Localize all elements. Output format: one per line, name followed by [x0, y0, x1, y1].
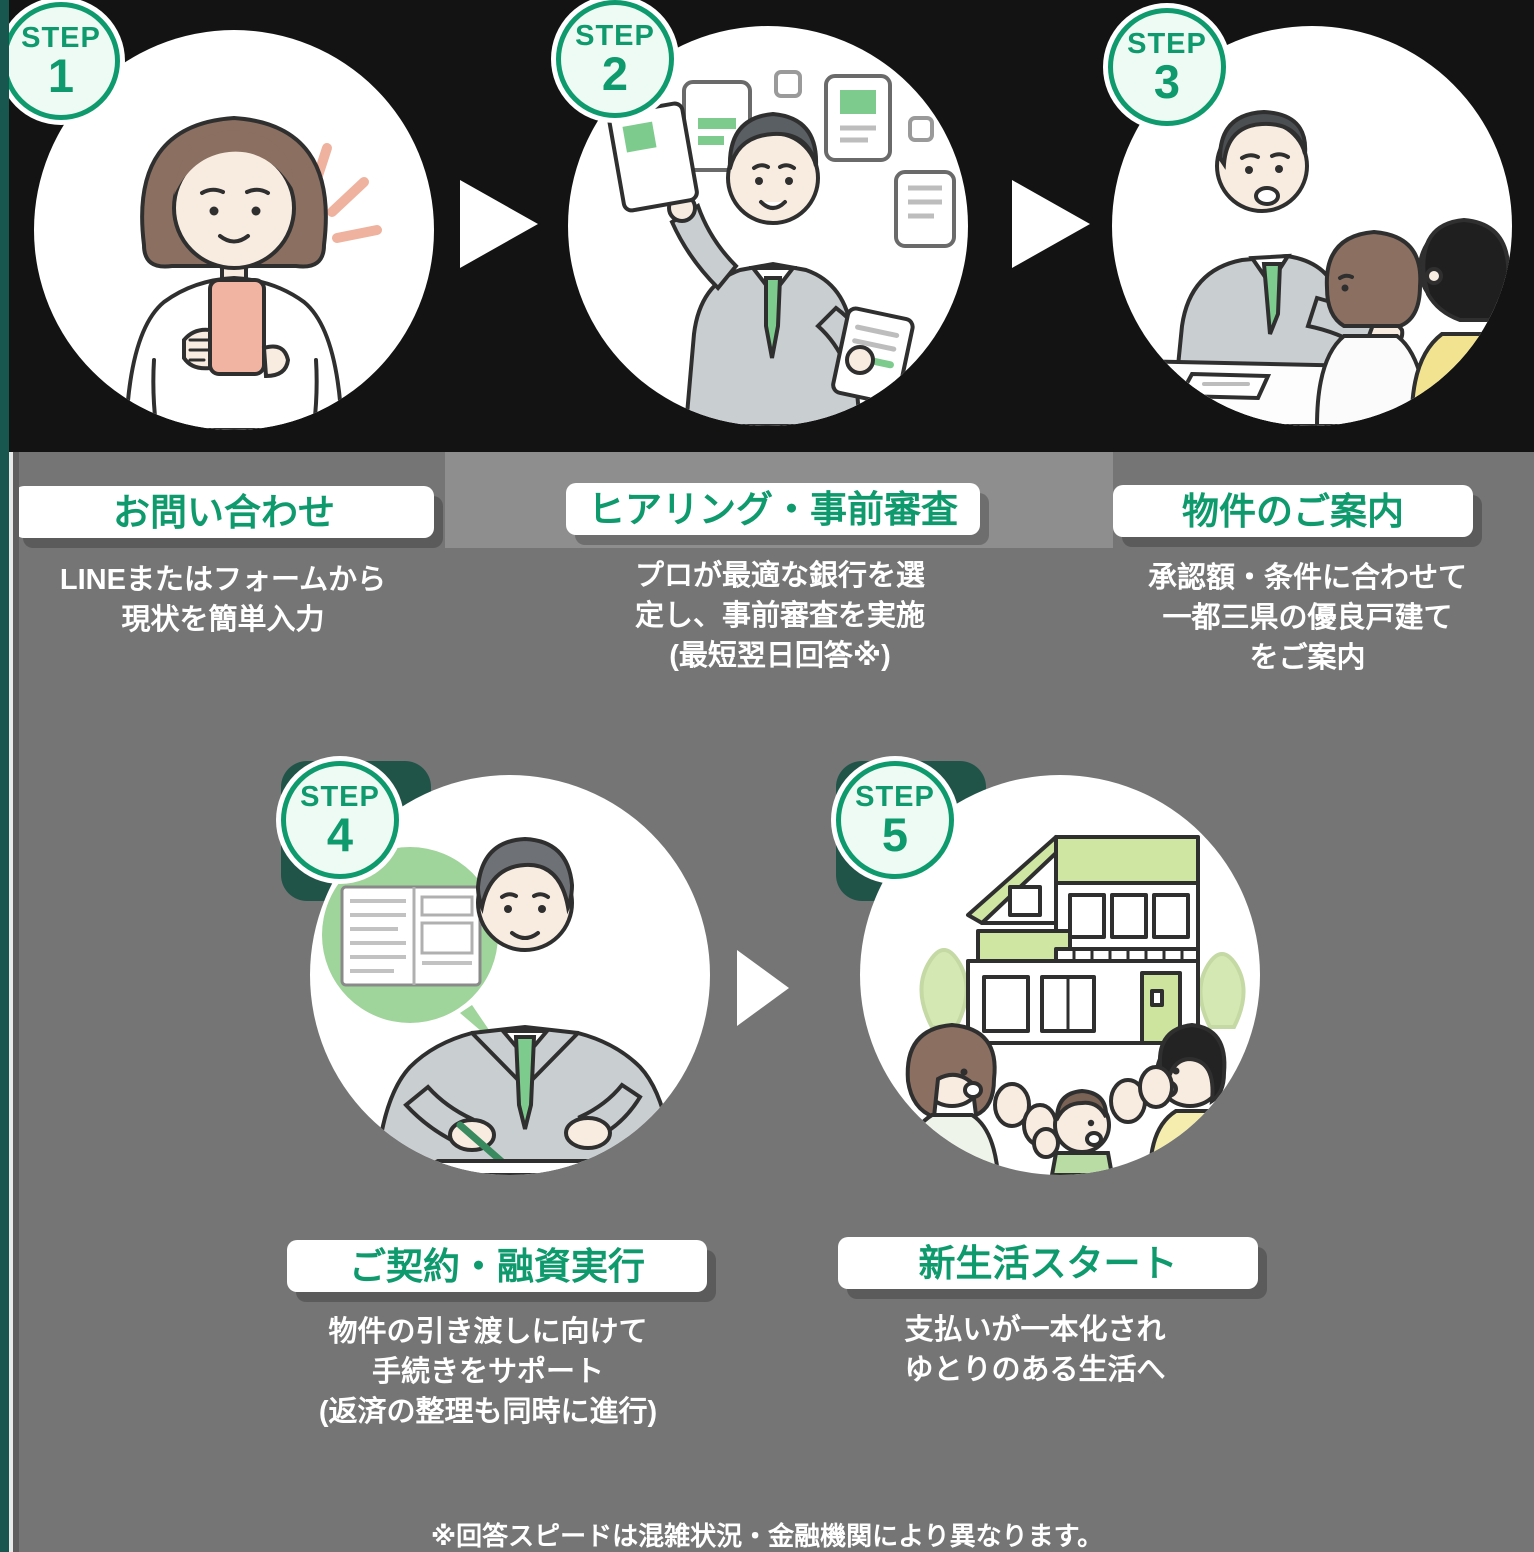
step5-description: 支払いが一本化され ゆとりのある生活へ [810, 1310, 1260, 1390]
step5-badge: STEP 5 [836, 761, 954, 879]
left-edge-strip [0, 0, 9, 1552]
step2-description: プロが最適な銀行を選 定し、事前審査を実施 (最短翌日回答※) [555, 556, 1005, 676]
agent-meeting-couple-illustration [1112, 109, 1512, 426]
step5-badge-word: STEP [855, 781, 935, 813]
step5-desc-line: 支払いが一本化され [904, 1314, 1166, 1346]
arrow-right-icon [460, 180, 538, 268]
step4-desc-line: 物件の引き渡しに向けて [328, 1316, 648, 1348]
step1-badge-number: 1 [47, 49, 75, 102]
footnote: ※回答スピードは混雑状況・金融機関により異なります。 [430, 1521, 1104, 1551]
step1-description: LINEまたはフォームから 現状を簡単入力 [23, 560, 423, 640]
step4-badge-number: 4 [326, 808, 354, 861]
step3-label: 物件のご案内 [1113, 485, 1473, 537]
step4-desc-line: 手続きをサポート [371, 1356, 604, 1388]
step2-circle [568, 26, 968, 426]
step1-desc-line: LINEまたはフォームから [59, 564, 387, 596]
step1-badge: STEP 1 [2, 2, 120, 120]
step1-desc-line: 現状を簡単入力 [121, 604, 325, 636]
step4-circle [310, 775, 710, 1175]
step3-desc-line: 一都三県の優良戸建て [1162, 602, 1453, 634]
step3-badge-word: STEP [1127, 28, 1207, 60]
step3-desc-line: 承認額・条件に合わせて [1147, 562, 1467, 594]
step1-label: お問い合わせ [14, 486, 434, 538]
step2-desc-line: 定し、事前審査を実施 [634, 600, 925, 632]
step5-desc-line: ゆとりのある生活へ [904, 1354, 1166, 1386]
contract-signing-illustration [322, 836, 677, 1175]
step2-badge: STEP 2 [556, 0, 674, 118]
step5-label: 新生活スタート [838, 1237, 1258, 1289]
step2-label: ヒアリング・事前審査 [566, 483, 980, 535]
left-edge-line-white [9, 452, 13, 1552]
step4-badge-word: STEP [300, 781, 380, 813]
step3-badge: STEP 3 [1108, 8, 1226, 126]
step4-desc-line: (返済の整理も同時に進行) [318, 1396, 658, 1428]
step3-desc-line: をご案内 [1249, 642, 1366, 674]
step2-desc-line: プロが最適な銀行を選 [634, 560, 925, 592]
arrow-right-icon [1012, 180, 1090, 268]
step2-badge-number: 2 [601, 47, 629, 100]
step3-description: 承認額・条件に合わせて 一都三県の優良戸建て をご案内 [1085, 558, 1530, 678]
step4-label: ご契約・融資実行 [287, 1240, 707, 1292]
step3-badge-number: 3 [1153, 55, 1181, 108]
family-new-home-illustration [901, 835, 1246, 1175]
step2-desc-line: (最短翌日回答※) [669, 640, 891, 672]
step1-badge-word: STEP [21, 22, 101, 54]
step5-badge-number: 5 [881, 808, 909, 861]
step4-description: 物件の引き渡しに向けて 手続きをサポート (返済の整理も同時に進行) [263, 1312, 713, 1432]
step2-badge-word: STEP [575, 20, 655, 52]
arrow-right-icon [737, 950, 789, 1026]
step4-badge: STEP 4 [281, 761, 399, 879]
left-edge-line-dark [13, 452, 19, 1552]
woman-smartphone-illustration [123, 115, 382, 430]
